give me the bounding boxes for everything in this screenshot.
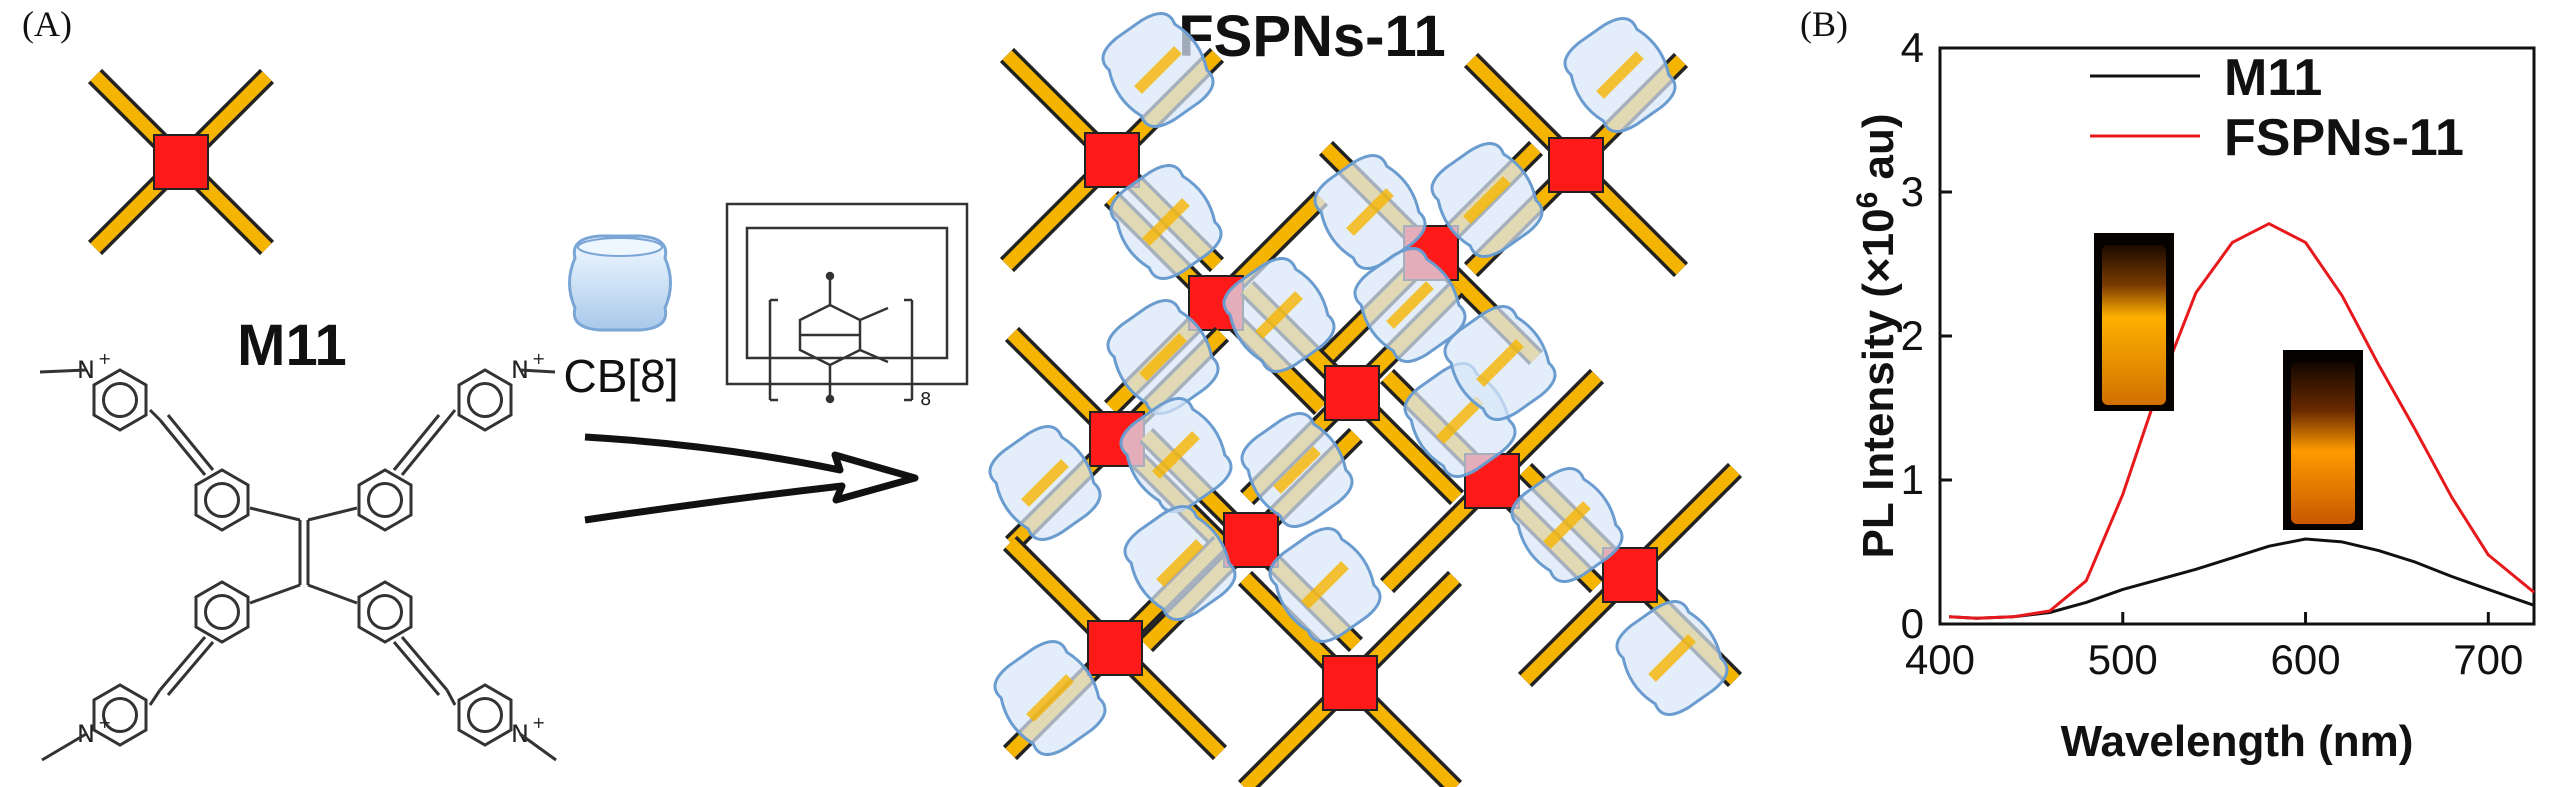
network-cb8-host xyxy=(1313,154,1427,270)
bond xyxy=(392,414,441,471)
bond xyxy=(158,419,207,476)
charge-label: + xyxy=(532,349,545,368)
x-tick-label: 400 xyxy=(1905,636,1975,683)
monomer-label: M11 xyxy=(237,313,347,378)
network-cb8-host xyxy=(1430,142,1544,258)
network-cb8-host xyxy=(993,640,1107,756)
fspns-network-illustration xyxy=(988,12,1743,787)
bond xyxy=(445,409,457,421)
network-cb8-host xyxy=(1119,397,1233,513)
network-cb8-host xyxy=(1106,299,1220,415)
bond xyxy=(400,419,449,476)
cb8-structure-box xyxy=(725,202,969,404)
network-cb8-host xyxy=(1563,17,1677,133)
charge-label: + xyxy=(98,713,111,732)
pyridinium-ring-aromatic xyxy=(467,382,503,418)
series-line-m11 xyxy=(1949,537,2535,620)
pyridinium-ring xyxy=(457,368,513,432)
pyridinium-ring-aromatic xyxy=(102,382,138,418)
host-label: CB[8] xyxy=(563,350,678,402)
phenyl-ring-aromatic xyxy=(367,482,403,518)
series-lines xyxy=(1949,222,2535,620)
phenyl-ring xyxy=(194,580,250,644)
bond xyxy=(307,506,358,522)
bond xyxy=(158,636,207,691)
charge-label: + xyxy=(98,349,111,368)
y-tick-label: 4 xyxy=(1901,24,1924,71)
legend-label-m11: M11 xyxy=(2224,49,2322,107)
network-cb8-host xyxy=(1268,527,1382,643)
phenyl-ring-aromatic xyxy=(204,482,240,518)
phenyl-ring xyxy=(357,580,413,644)
y-tick-label: 0 xyxy=(1901,600,1924,647)
bond xyxy=(166,641,215,696)
cb8-icon xyxy=(568,234,672,332)
phenyl-ring xyxy=(194,468,250,532)
panel-b-label: (B) xyxy=(1800,4,1848,44)
network-cb8-host xyxy=(1123,505,1237,621)
network-cb8-host xyxy=(1353,247,1467,363)
network-cb8-host xyxy=(1101,12,1215,128)
bond xyxy=(392,641,441,696)
bond xyxy=(400,636,449,691)
network-cb8-host xyxy=(1222,257,1336,373)
bond xyxy=(249,506,301,522)
bond xyxy=(166,414,215,471)
reaction-arrow xyxy=(584,433,919,524)
bond xyxy=(249,583,301,605)
bond xyxy=(519,368,556,374)
network-cb8-host xyxy=(1615,600,1729,716)
network-cb8-host xyxy=(1443,305,1557,421)
phenyl-ring xyxy=(357,468,413,532)
bond xyxy=(148,689,162,706)
panel-a-label: (A) xyxy=(22,4,72,44)
x-tick-label: 500 xyxy=(2088,636,2158,683)
monomer-cartoon xyxy=(87,68,275,256)
y-axis-title-suffix: au) xyxy=(1854,113,1903,191)
pyridinium-ring xyxy=(92,368,148,432)
y-tick-label: 2 xyxy=(1901,312,1924,359)
pyridinium-ring xyxy=(457,683,513,747)
pl-spectrum-chart: 400 500 600 700 0 1 2 3 4 M11 FSPNs-11 Wavelengt… xyxy=(1851,24,2536,766)
pyridinium-ring-aromatic xyxy=(102,697,138,733)
phenyl-ring-aromatic xyxy=(204,594,240,630)
cb8-structure-subscript: 8 xyxy=(920,389,931,410)
charge-label: + xyxy=(532,713,545,732)
legend-label-fspns: FSPNs-11 xyxy=(2224,109,2464,167)
vial-fspns-photo xyxy=(2283,350,2363,530)
x-tick-label: 600 xyxy=(2270,636,2340,683)
pyridinium-ring xyxy=(92,683,148,747)
y-axis-title: PL Intensity (×106 au) xyxy=(1851,113,1903,558)
network-cb8-host xyxy=(1510,467,1624,583)
bond xyxy=(41,732,87,762)
vial-m11-photo xyxy=(2094,233,2174,411)
axis-ticks: 400 500 600 700 0 1 2 3 4 xyxy=(1901,24,2524,683)
phenyl-ring-aromatic xyxy=(367,594,403,630)
bond xyxy=(445,689,457,706)
y-tick-label: 3 xyxy=(1901,168,1924,215)
series-line-fspns xyxy=(1949,222,2535,620)
network-cb8-host xyxy=(1109,164,1223,280)
bond xyxy=(307,583,358,605)
y-axis-title-prefix: PL Intensity (×10 xyxy=(1854,208,1903,558)
x-tick-label: 700 xyxy=(2453,636,2523,683)
network-unit xyxy=(1237,570,1463,787)
chart-legend: M11 FSPNs-11 xyxy=(2090,49,2464,167)
x-axis-title: Wavelength (nm) xyxy=(2061,717,2414,766)
bond xyxy=(519,732,557,762)
pyridinium-ring-aromatic xyxy=(467,697,503,733)
network-cb8-host xyxy=(988,425,1102,541)
bond xyxy=(148,408,162,422)
y-tick-label: 1 xyxy=(1901,456,1924,503)
m11-chemical-structure: N+N+N+N+ xyxy=(39,349,557,762)
network-cb8-host xyxy=(1240,412,1354,528)
network-title: FSPNs-11 xyxy=(1178,4,1446,69)
y-axis-title-exponent: 6 xyxy=(1851,192,1884,209)
bond xyxy=(39,368,87,374)
monomer-x-unit xyxy=(87,68,275,256)
